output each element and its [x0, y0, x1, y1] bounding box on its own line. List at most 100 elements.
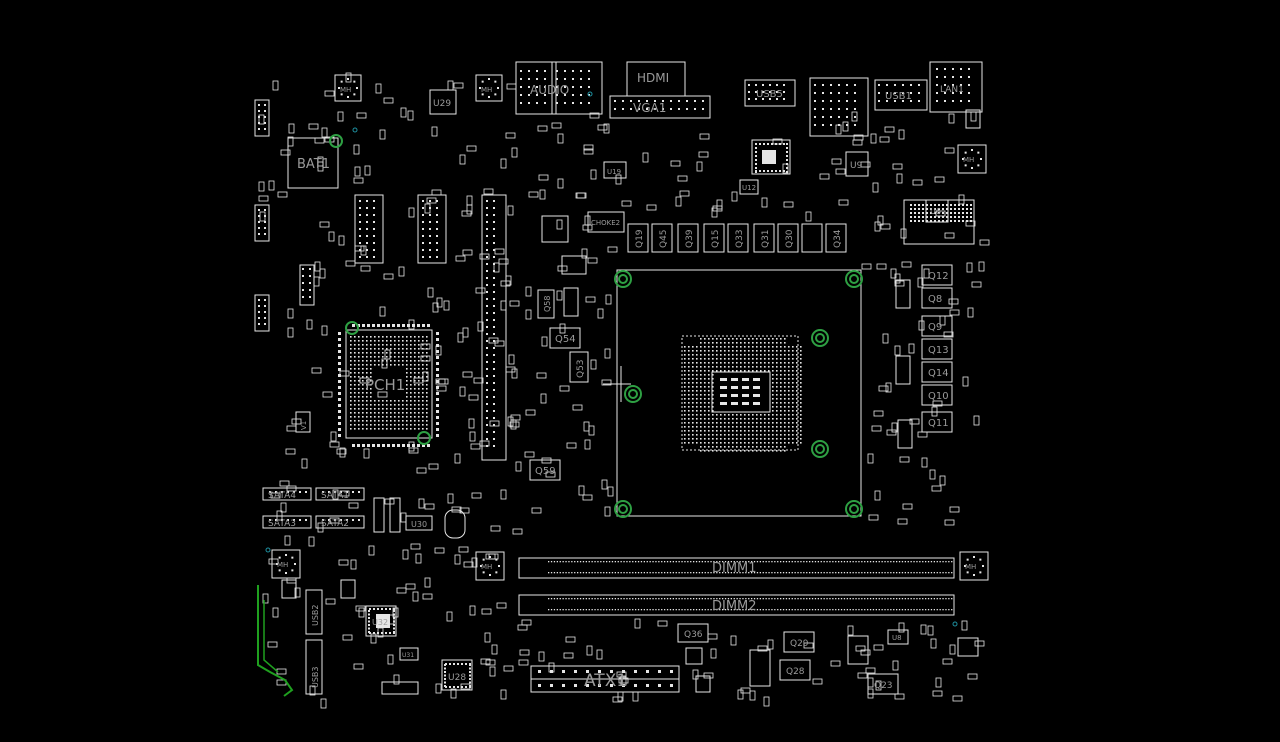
q28-outline[interactable] — [779, 659, 811, 681]
u12-outline[interactable] — [739, 179, 759, 195]
smd-component — [509, 421, 520, 428]
sata2-connector[interactable] — [315, 515, 365, 529]
q36-outline[interactable] — [677, 623, 709, 643]
u9-outline[interactable] — [845, 151, 869, 177]
usb-stack-mid[interactable] — [809, 77, 869, 137]
smd-pad — [398, 400, 400, 402]
q8-outline[interactable] — [921, 287, 953, 309]
q-row-filler[interactable] — [801, 223, 823, 253]
usb3-header[interactable] — [305, 639, 323, 695]
dimm2-slot[interactable] — [518, 594, 955, 616]
lower-right-part-2[interactable] — [957, 637, 979, 657]
lower-right-header[interactable] — [749, 649, 771, 687]
usb2-header[interactable] — [305, 589, 323, 635]
usb1-connector[interactable] — [874, 79, 928, 111]
bat1-outline[interactable] — [287, 137, 339, 189]
mh-top-left-1[interactable] — [334, 74, 362, 102]
u29-outline[interactable] — [429, 89, 457, 115]
header-left-edge-1[interactable] — [254, 99, 270, 137]
audio-connector-b[interactable] — [551, 61, 603, 115]
smd-pad — [736, 438, 738, 440]
q19-outline[interactable] — [627, 223, 649, 253]
usb5-connector[interactable] — [744, 79, 796, 107]
smd-component — [332, 489, 339, 500]
smd-pad — [666, 609, 669, 611]
smd-pad — [696, 422, 698, 424]
pch1-outline[interactable] — [345, 329, 433, 439]
u19-outline[interactable] — [603, 161, 627, 179]
choke2-outline[interactable] — [587, 211, 625, 233]
smd-pad — [776, 378, 778, 380]
q34-outline[interactable] — [825, 223, 847, 253]
right-small-1[interactable] — [895, 279, 911, 309]
component-left-of-cpu[interactable] — [541, 215, 569, 243]
mh-top-left-2[interactable] — [475, 74, 503, 102]
u30-outline[interactable] — [405, 515, 433, 531]
smd-pad — [817, 561, 819, 563]
u32-outline[interactable] — [365, 605, 397, 637]
smd-pad — [354, 360, 356, 362]
vga-connector[interactable] — [609, 95, 711, 119]
q45-outline[interactable] — [651, 223, 673, 253]
q9-outline[interactable] — [921, 315, 953, 337]
lower-left-cap-1[interactable] — [340, 579, 356, 599]
q53-outline[interactable] — [569, 351, 589, 383]
mounting-hole-inner — [628, 389, 638, 399]
q13-outline[interactable] — [921, 338, 953, 360]
smd-component — [288, 123, 295, 134]
u28-outline[interactable] — [441, 659, 473, 691]
left-of-cpu-small[interactable] — [563, 287, 579, 317]
header-left-edge-2[interactable] — [254, 204, 270, 242]
right-edge-header-1[interactable] — [965, 109, 981, 129]
header-left-1[interactable] — [354, 194, 384, 264]
q15-outline[interactable] — [703, 223, 725, 253]
right-small-3[interactable] — [897, 419, 913, 449]
smd-pad — [422, 424, 424, 426]
left-of-cpu-ic[interactable] — [561, 255, 587, 275]
q59-outline[interactable] — [529, 459, 561, 481]
smd-component — [831, 158, 842, 165]
q29-outline[interactable] — [783, 631, 815, 653]
lower-right-part-4[interactable] — [695, 675, 711, 693]
header-left-vertical[interactable] — [481, 194, 507, 461]
lower-left-round-part[interactable] — [444, 509, 466, 539]
q14-outline[interactable] — [921, 361, 953, 383]
u8-outline[interactable] — [887, 629, 909, 645]
v1-outline[interactable] — [295, 411, 311, 433]
sata1-connector[interactable] — [315, 487, 365, 501]
smd-pad — [493, 305, 495, 307]
lower-right-part-3[interactable] — [685, 647, 703, 665]
q58-outline[interactable] — [537, 289, 555, 319]
mh-top-right[interactable] — [957, 144, 987, 174]
smd-pad — [418, 348, 420, 350]
smd-pad — [776, 418, 778, 420]
mh-lower-left-2[interactable] — [475, 551, 505, 581]
sata3-connector[interactable] — [262, 515, 312, 529]
lower-left-vertical-parts-2[interactable] — [373, 497, 385, 533]
smd-pad — [410, 336, 412, 338]
lower-left-cap-2[interactable] — [281, 579, 297, 599]
lan1-connector[interactable] — [929, 61, 983, 113]
q39-outline[interactable] — [677, 223, 699, 253]
smd-pad — [258, 110, 260, 112]
u31-outline[interactable] — [399, 647, 419, 661]
right-small-2[interactable] — [895, 355, 911, 385]
right-edge-block[interactable] — [903, 199, 975, 245]
lower-left-vertical-parts[interactable] — [389, 497, 401, 533]
dimm1-slot[interactable] — [518, 557, 955, 579]
smd-pad — [814, 124, 816, 126]
smd-pad — [655, 572, 657, 574]
smd-pad — [422, 420, 424, 422]
mh-right-of-dimm[interactable] — [959, 551, 989, 581]
q33-outline[interactable] — [727, 223, 749, 253]
q31-outline[interactable] — [753, 223, 775, 253]
top-center-ic[interactable] — [751, 139, 791, 175]
q12-outline[interactable] — [921, 264, 953, 286]
bottom-left-header[interactable] — [381, 681, 419, 695]
cpu-socket-outline[interactable] — [616, 269, 862, 517]
q10-outline[interactable] — [921, 384, 953, 406]
smd-pad — [358, 400, 360, 402]
header-left-edge-3[interactable] — [254, 294, 270, 332]
q30-outline[interactable] — [777, 223, 799, 253]
smd-component — [463, 561, 474, 568]
